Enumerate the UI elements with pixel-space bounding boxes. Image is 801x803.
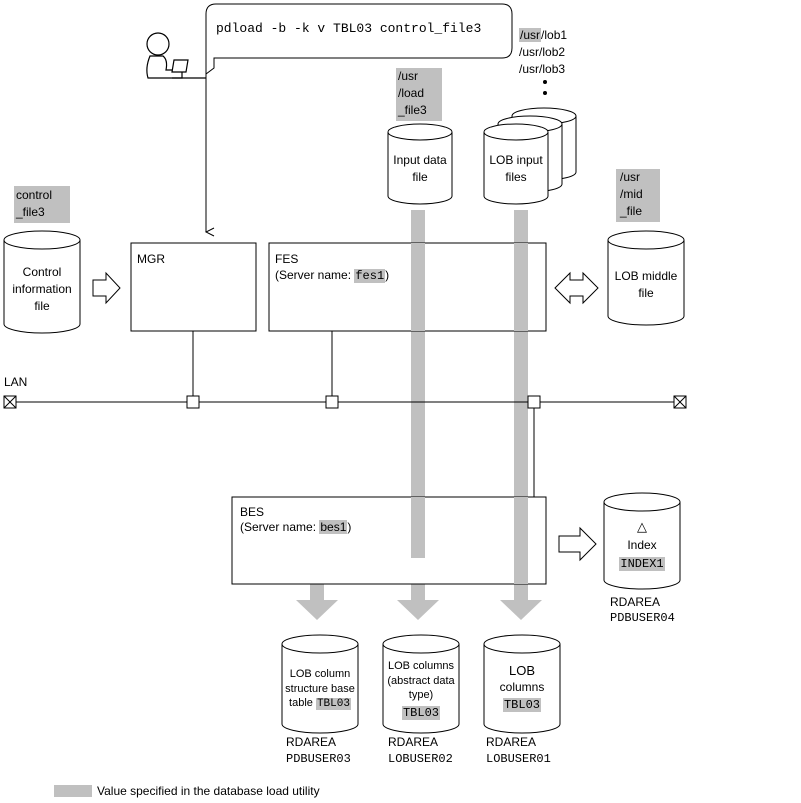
input-data-path-line-1: /usr: [398, 69, 419, 83]
index-label: Index: [627, 538, 657, 552]
lob-path-3: /usr/lob3: [519, 61, 565, 78]
table-2-name: TBL03: [401, 706, 440, 720]
lan-terminator-right: [673, 395, 687, 409]
fes-lob-middle-double-arrow: [554, 271, 599, 305]
bes-server-name-value: bes1: [319, 520, 348, 534]
table-2-rdarea-name: LOBUSER02: [388, 752, 453, 766]
table-1-line-3: table TBL03: [282, 696, 358, 712]
command-text: pdload -b -k v TBL03 control_file3: [216, 21, 482, 36]
table-1-rdarea-name: PDBUSER03: [286, 752, 351, 766]
bes-to-index-arrow: [558, 526, 597, 562]
table-2-name-wrap: TBL03: [383, 704, 459, 722]
index-rdarea-name: PDBUSER04: [610, 611, 675, 625]
fes-server-name: (Server name: fes1): [275, 267, 389, 285]
input-data-path-highlight: [396, 68, 442, 121]
command-bubble: [205, 3, 513, 75]
control-to-mgr-arrow: [92, 271, 121, 305]
index-name: INDEX1: [619, 557, 665, 571]
mgr-label: MGR: [137, 252, 165, 266]
fes-label: FES: [275, 252, 299, 266]
table-2-line-2: (abstract data: [387, 675, 455, 687]
fes-server-name-suffix: ): [385, 268, 390, 282]
mid-path-line-1: /usr: [620, 170, 641, 184]
lan-node-mgr: [186, 395, 200, 409]
table-1-line-2: structure base: [285, 683, 355, 695]
table-3-line-2: columns: [499, 680, 545, 694]
lob-path-2: /usr/lob2: [519, 44, 565, 61]
user-icon: [146, 32, 206, 79]
fes-server-name-prefix: (Server name:: [275, 268, 355, 282]
mid-path-line-3: _file: [620, 204, 643, 218]
control-information-file-label: Control information file: [12, 265, 72, 313]
lan-terminator-left: [3, 395, 17, 409]
lan-node-fes: [325, 395, 339, 409]
input-data-path-line-3: _file3: [398, 103, 427, 117]
lob-path-2-prefix: /usr: [519, 45, 540, 59]
table-1-name: TBL03: [315, 698, 351, 710]
control-path-highlight: [14, 186, 70, 223]
index-name-wrap: INDEX1: [604, 555, 680, 573]
lob-path-1-prefix: /usr: [519, 28, 542, 42]
bes-box: [231, 496, 547, 585]
legend-swatch: [54, 785, 92, 797]
input-data-path-line-2: /load: [398, 86, 425, 100]
lan-network: [3, 331, 687, 497]
flow-arrowhead-lobuser02: [397, 600, 439, 620]
bes-server-name-prefix: (Server name:: [240, 520, 320, 534]
lob-path-2-rest: /lob2: [539, 45, 566, 59]
lob-input-files-cylinder: [483, 107, 577, 205]
bes-server-name: (Server name: bes1): [240, 519, 351, 536]
index-rdarea-label: RDAREA: [610, 595, 661, 609]
fes-server-name-value: fes1: [354, 269, 386, 283]
lob-path-1: /usr/lob1: [519, 27, 567, 44]
lob-middle-file-cylinder: [607, 230, 685, 326]
input-data-file-label: Input data file: [393, 153, 447, 184]
table-2-line-1: LOB columns: [387, 660, 455, 672]
lob-middle-file-label: LOB middle file: [614, 269, 678, 300]
table-1-rdarea-label: RDAREA: [286, 735, 337, 749]
control-information-file-cylinder: [3, 230, 81, 334]
fes-box: [268, 242, 547, 332]
table-3-line-1: LOB: [508, 663, 535, 678]
bes-label: BES: [240, 505, 265, 519]
mid-path-highlight: [616, 169, 660, 222]
bes-server-name-suffix: ): [347, 520, 352, 534]
control-path-line-2: _file3: [16, 205, 45, 219]
index-symbol: △: [637, 519, 647, 534]
flow-arrowhead-pdbuser03: [296, 600, 338, 620]
lan-label: LAN: [4, 375, 28, 389]
table-cylinder-pdbuser03: [281, 634, 359, 734]
more-files-dots: [543, 80, 547, 95]
mgr-box: [130, 242, 257, 332]
control-path-line-1: control: [16, 188, 53, 202]
table-3-rdarea-label: RDAREA: [486, 735, 537, 749]
table-2-rdarea-label: RDAREA: [388, 735, 439, 749]
lob-path-1-rest: /lob1: [541, 28, 568, 42]
flow-arrowhead-lobuser01: [500, 600, 542, 620]
lob-path-3-rest: /lob3: [539, 62, 566, 76]
legend-text: Value specified in the database load uti…: [97, 784, 320, 798]
table-2-line-3: type): [408, 689, 434, 701]
table-1-line-3-text: table: [289, 697, 313, 709]
lan-node-bes: [527, 395, 541, 409]
mid-path-line-2: /mid: [620, 187, 643, 201]
lob-path-3-prefix: /usr: [519, 62, 540, 76]
lob-input-files-label: LOB input files: [489, 153, 543, 184]
input-data-file-cylinder: [387, 123, 453, 205]
table-3-name-wrap: TBL03: [484, 696, 560, 714]
table-3-rdarea-name: LOBUSER01: [486, 752, 551, 766]
table-3-name: TBL03: [502, 698, 541, 712]
table-1-line-1: LOB column: [289, 668, 351, 680]
